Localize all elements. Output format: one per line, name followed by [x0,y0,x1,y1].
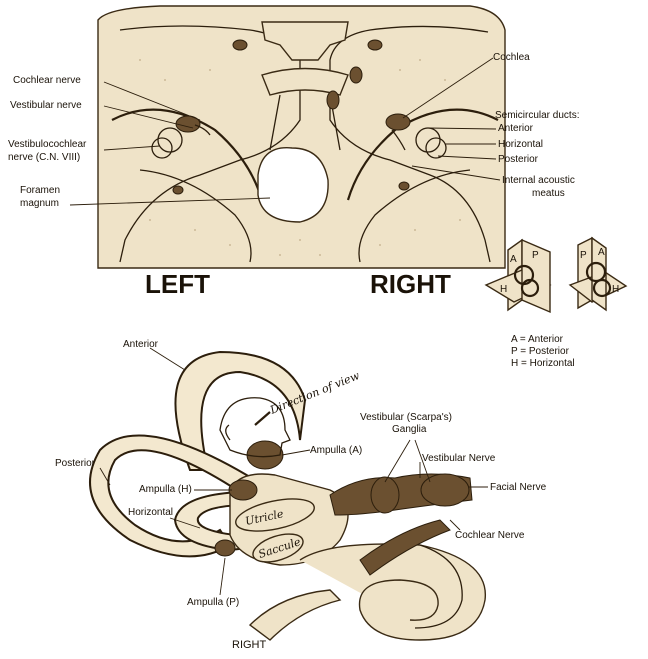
label-anterior: Anterior [123,339,159,350]
facial-nerve [420,473,470,507]
foramen-magnum [257,147,329,223]
leader-posterior-canal [99,467,111,486]
leader-ganglia-2 [414,439,431,483]
label-ampulla-h: Ampulla (H) [139,484,192,495]
label-vestibulocochlear-line1: Vestibulocochlear [8,139,87,150]
leader-ampulla-p [219,557,226,596]
label-anterior-duct: Anterior [498,123,534,134]
cochlear-nerve-bundle [359,519,451,576]
plane-right-letter-3: H [612,284,619,295]
label-ampulla-p: Ampulla (P) [187,597,239,608]
right-hypoglossal-canal [398,181,410,191]
title-left: LEFT [145,269,210,299]
label-horizontal: Horizontal [128,507,173,518]
label-vestibular-ganglia-line2: Ganglia [392,424,427,435]
plane-right-letter-2: A [598,247,605,258]
leader-cochlear-nerve [449,519,461,531]
leader-posterior-duct [437,155,497,160]
label-internal-acoustic-line2: meatus [532,188,565,199]
utricle [235,498,315,532]
cochlea-base [248,589,342,641]
label-vestibular-nerve: Vestibular nerve [10,100,82,111]
left-petrous-ridge [111,108,264,201]
jugular-foramen [326,90,340,110]
label-cochlear-nerve: Cochlear nerve [13,75,81,86]
left-foramen-small [232,39,248,51]
label-cochlear-nerve: Cochlear Nerve [455,530,525,541]
cochlea-spiral [299,543,486,641]
cochlea-inner-turn [414,544,463,629]
right-fossa-line [329,25,491,263]
head-ear [225,424,231,441]
label-posterior-duct: Posterior [498,154,539,165]
plane-diagram-right: P A H [568,236,628,312]
legend-anterior: A = Anterior [511,334,564,345]
right-occipital-line [358,169,471,263]
scarpa-ganglion [370,476,400,514]
right-foramen-lacerum [349,66,363,84]
leader-ganglia-1 [384,439,411,483]
ampulla-h [228,479,258,501]
leader-anterior-canal [149,347,186,371]
label-foramen-line2: magnum [20,198,59,209]
leader-ampulla-a [281,449,311,456]
skull-base-drawing [97,5,506,269]
label-cochlea: Cochlea [493,52,530,63]
left-fossa-line [119,25,301,263]
leader-vestibulocochlear [103,145,161,151]
direction-arrow [254,411,271,426]
left-occipital-line [139,169,252,263]
leader-internal-acoustic-meatus [411,165,501,181]
label-foramen-line1: Foramen [20,185,60,196]
skull-frame [97,5,506,269]
head-profile [219,397,291,458]
right-foramen-small [367,39,383,51]
label-vestibular-nerve: Vestibular Nerve [422,453,496,464]
label-vestibular-ganglia-line1: Vestibular (Scarpa's) [360,412,452,423]
label-internal-acoustic-line1: Internal acoustic [502,175,575,186]
leader-horizontal-canal [169,517,201,529]
caption-right: RIGHT [232,639,267,651]
plane-right-letter-1: P [580,250,587,261]
label-ampulla-a: Ampulla (A) [310,445,362,456]
label-vestibulocochlear-line2: nerve (C.N. VIII) [8,152,80,163]
leader-vestibular-nerve-left [103,105,194,129]
saccule [252,533,304,563]
label-facial-nerve: Facial Nerve [490,482,547,493]
left-hypoglossal-canal [172,185,184,195]
legend-horizontal: H = Horizontal [511,358,575,369]
label-posterior: Posterior [55,458,96,469]
title-right: RIGHT [370,269,451,299]
plane-left-letter-3: H [500,284,507,295]
ampulla-p [214,539,236,557]
plane-left-letter-2: P [532,250,539,261]
leader-cochlea [402,57,494,119]
plane-left-letter-1: A [510,254,517,265]
leader-anterior-duct [427,127,497,130]
label-semicircular-ducts: Semicircular ducts: [495,110,579,121]
sella-turcica [261,21,349,61]
leader-foramen-magnum [69,197,271,206]
plane-diagram-left: A P H [484,238,552,314]
labyrinth-drawing: Utricle Saccule Direction of view [89,350,486,641]
label-horizontal-duct: Horizontal [498,139,543,150]
leader-cochlear-nerve-left [103,81,201,121]
legend-posterior: P = Posterior [511,346,570,357]
bone-stipple [139,59,461,256]
dorsum-sellae [261,67,349,96]
